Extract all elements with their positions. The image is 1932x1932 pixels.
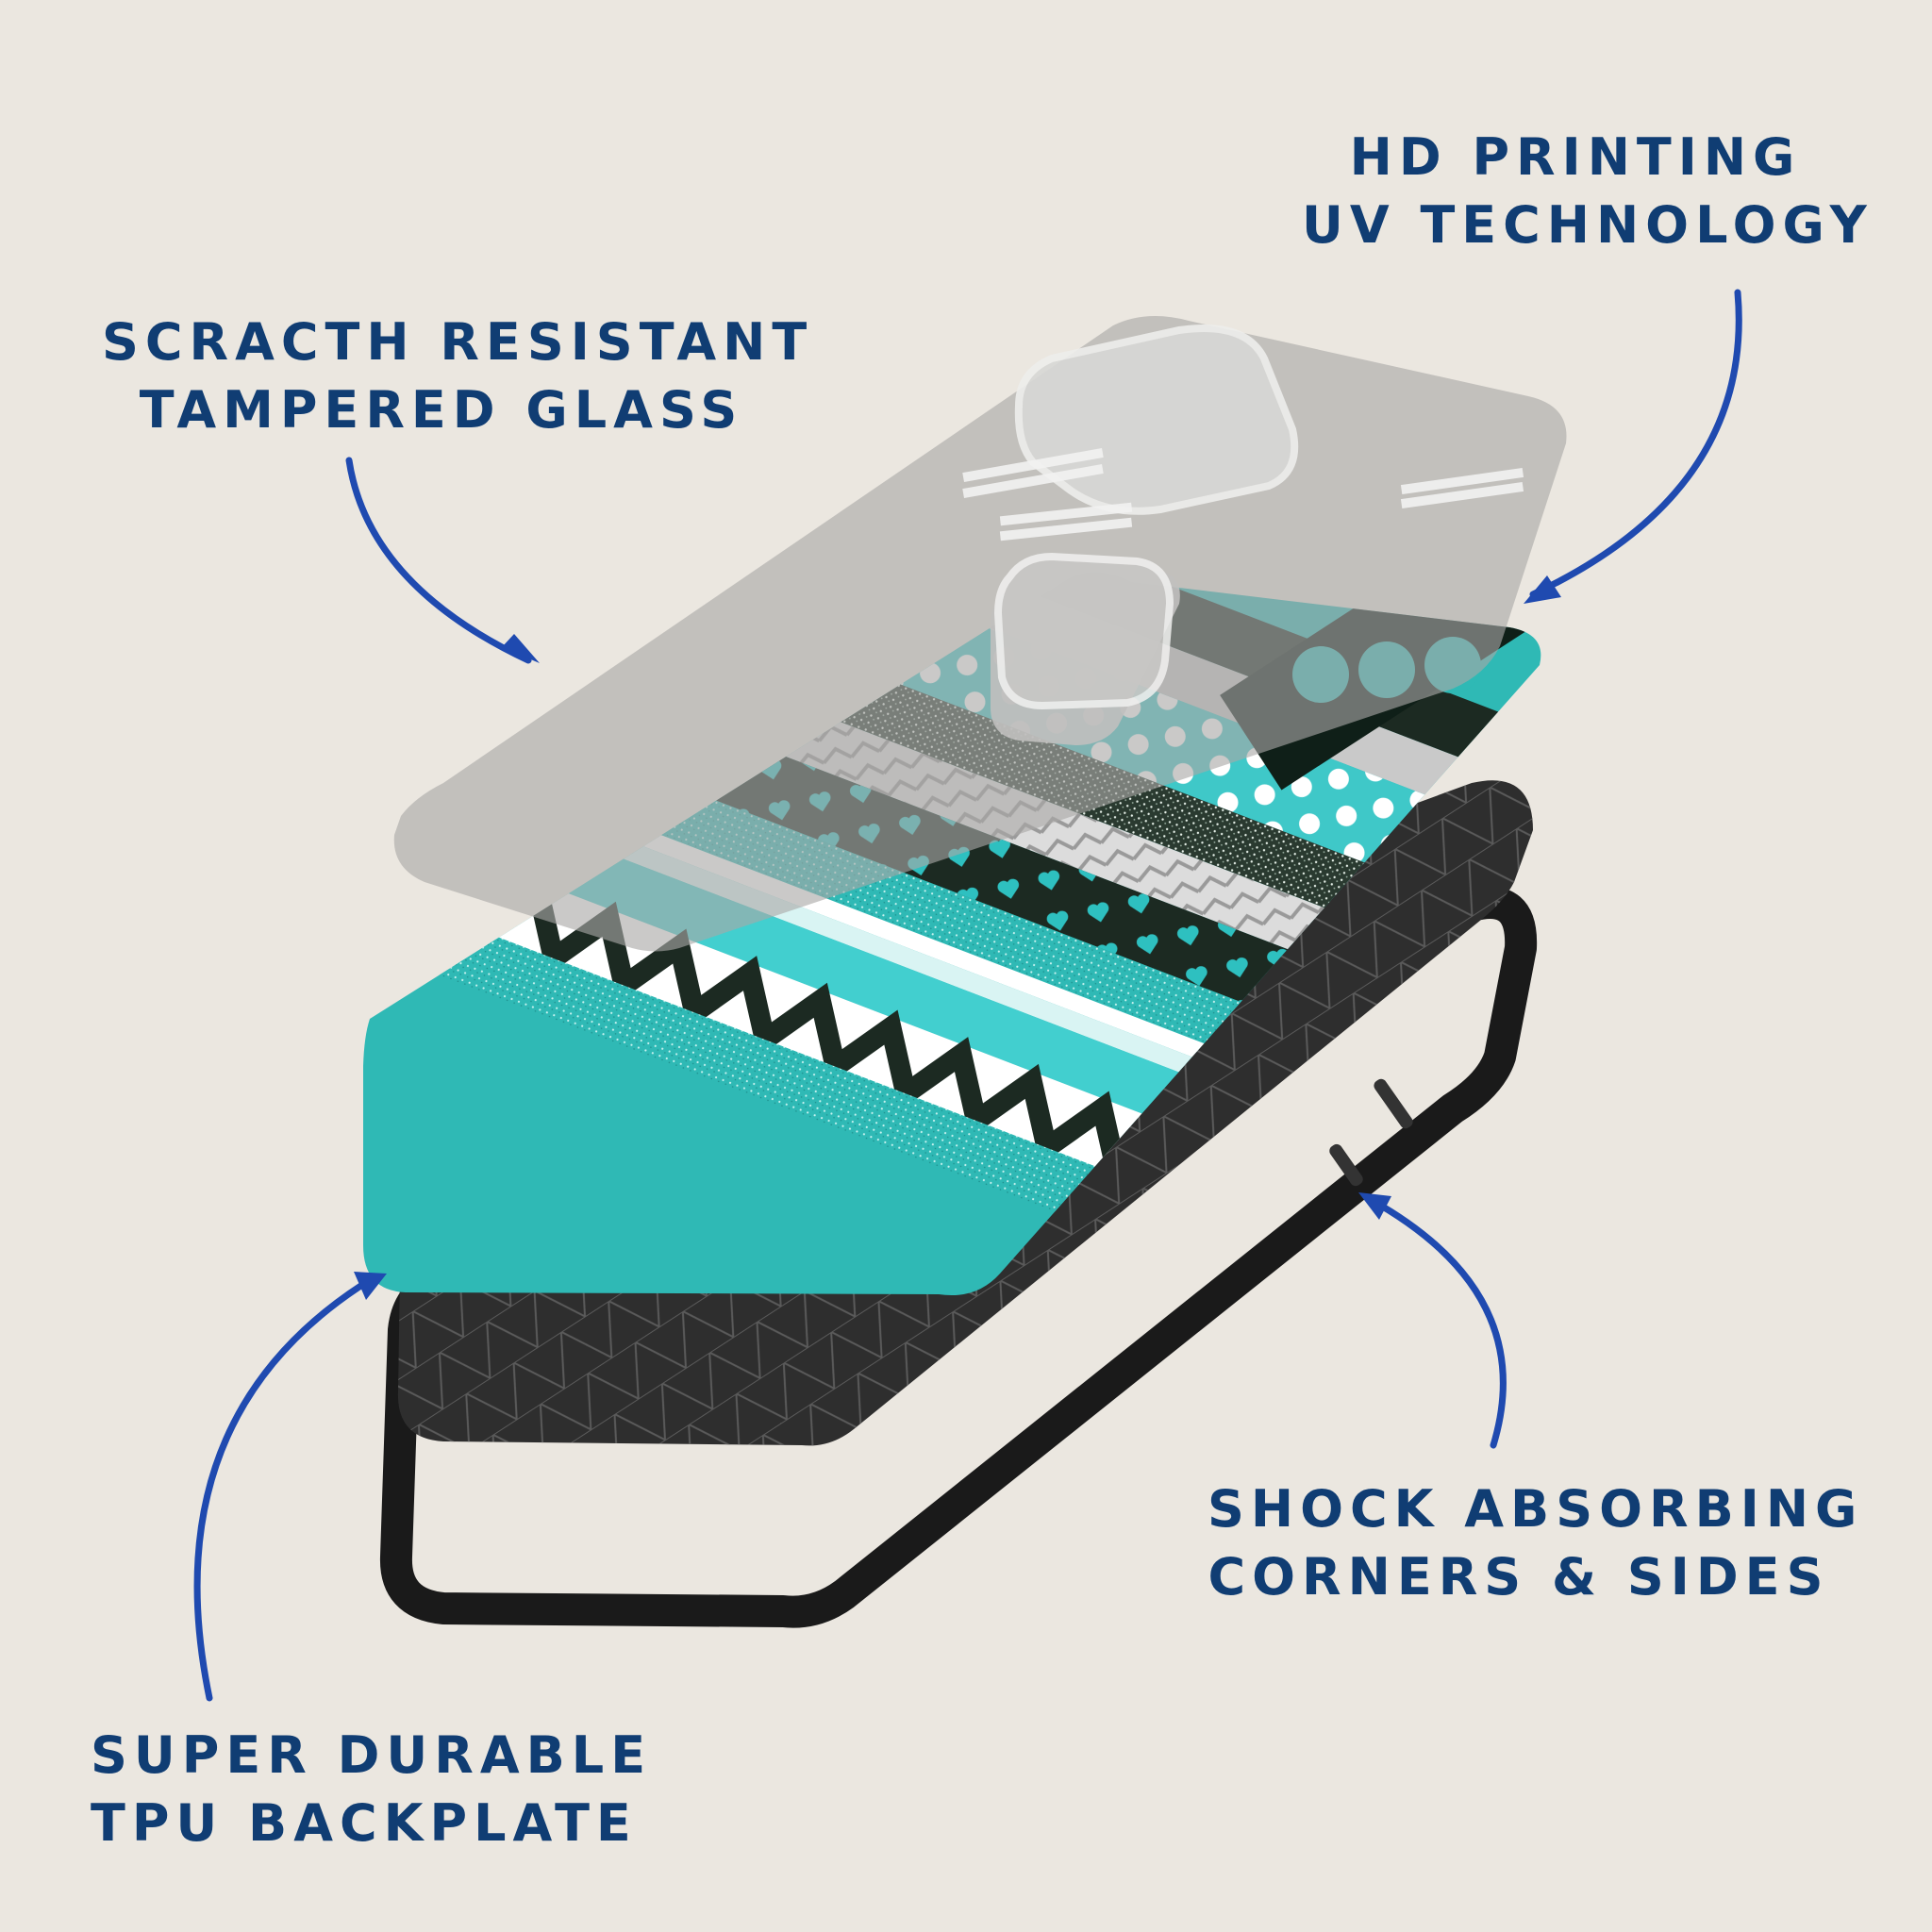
feature-label-line: TAMPERED GLASS	[139, 380, 744, 440]
feature-label-line: TPU BACKPLATE	[91, 1793, 638, 1853]
arrow-tpu	[193, 1272, 387, 1702]
arrow-glass	[345, 457, 540, 664]
feature-label-tpu-backplate: SUPER DURABLE TPU BACKPLATE	[91, 1722, 675, 1857]
tempered-glass-layer	[393, 316, 1567, 952]
curved-arrow-icon	[193, 1274, 376, 1702]
feature-label-line: SCRACTH RESISTANT	[102, 312, 814, 372]
curved-arrow-icon	[345, 457, 532, 664]
feature-label-shock-absorbing: SHOCK ABSORBING CORNERS & SIDES	[1208, 1475, 1864, 1611]
arrow-hd	[1524, 289, 1742, 604]
feature-label-line: SHOCK ABSORBING	[1208, 1479, 1864, 1539]
curved-arrow-icon	[1364, 1194, 1507, 1449]
feature-label-line: SUPER DURABLE	[91, 1725, 653, 1785]
curved-arrow-icon	[1529, 289, 1742, 598]
feature-label-tempered-glass: SCRACTH RESISTANT TAMPERED GLASS	[102, 308, 814, 444]
feature-label-line: UV TECHNOLOGY	[1302, 195, 1874, 255]
feature-label-line: CORNERS & SIDES	[1208, 1547, 1830, 1607]
feature-label-line: HD PRINTING	[1349, 127, 1802, 187]
arrow-shock	[1358, 1192, 1507, 1449]
feature-label-hd-printing: HD PRINTING UV TECHNOLOGY	[1302, 124, 1874, 259]
